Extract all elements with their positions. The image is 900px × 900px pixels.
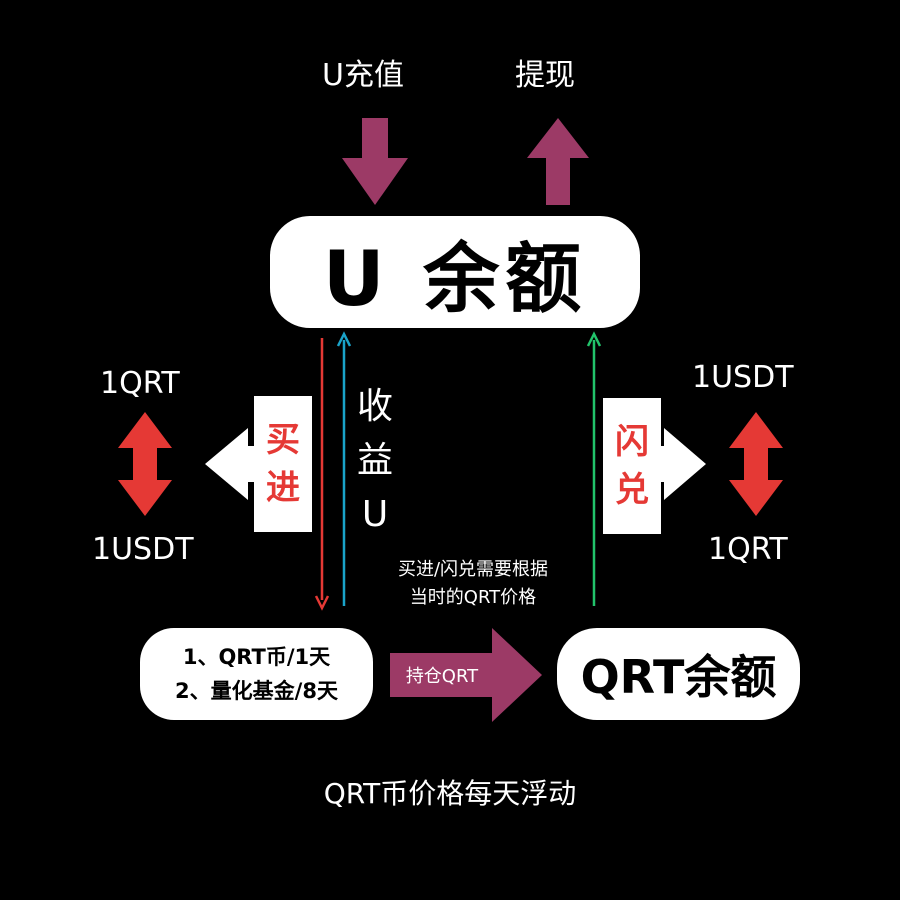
fund-option-1: 1、QRT币/1天 — [182, 645, 331, 669]
u-balance-box: U 余额 — [270, 216, 640, 328]
price-note: 买进/闪兑需要根据 当时的QRT价格 — [378, 556, 568, 612]
price-note-line-1: 买进/闪兑需要根据 — [397, 559, 549, 580]
withdraw-label: 提现 — [515, 58, 575, 93]
hold-qrt-label: 持仓QRT — [405, 666, 479, 687]
u-balance-label: U 余额 — [322, 234, 588, 323]
fund-option-2: 2、量化基金/8天 — [175, 679, 338, 703]
earnings-label: 收 益 U — [355, 380, 395, 542]
buy-char-2: 进 — [266, 468, 300, 508]
deposit-down-arrow — [342, 118, 408, 205]
fund-options-box: 1、QRT币/1天 2、量化基金/8天 — [140, 628, 373, 720]
buy-char-1: 买 — [266, 420, 300, 460]
left-rate-bottom: 1USDT — [92, 532, 194, 567]
footer-note: QRT币价格每天浮动 — [323, 777, 577, 810]
left-exchange-double-arrow — [118, 412, 172, 516]
earnings-flow-teal-arrow — [336, 331, 352, 606]
left-rate-top: 1QRT — [100, 366, 180, 401]
flash-char-1: 闪 — [615, 422, 649, 462]
deposit-label: U充值 — [322, 58, 404, 93]
flash-right-arrow — [650, 428, 706, 500]
flash-char-2: 兑 — [615, 470, 649, 510]
earnings-char-3: U — [361, 494, 389, 535]
right-rate-bottom: 1QRT — [708, 532, 788, 567]
flash-flow-green-arrow — [586, 331, 602, 606]
buy-left-arrow — [205, 428, 262, 500]
buy-flow-red-arrow — [314, 338, 330, 611]
qrt-balance-box: QRT余额 — [557, 628, 800, 720]
earnings-char-2: 益 — [356, 440, 393, 481]
right-rate-top: 1USDT — [692, 360, 794, 395]
right-exchange-double-arrow — [729, 412, 783, 516]
withdraw-up-arrow — [527, 118, 589, 205]
qrt-balance-label: QRT余额 — [580, 650, 777, 704]
price-note-line-2: 当时的QRT价格 — [409, 587, 537, 608]
flash-label-box: 闪 兑 — [603, 398, 661, 534]
earnings-char-1: 收 — [356, 386, 393, 427]
hold-qrt-right-arrow — [390, 628, 542, 722]
buy-label-box: 买 进 — [254, 396, 312, 532]
